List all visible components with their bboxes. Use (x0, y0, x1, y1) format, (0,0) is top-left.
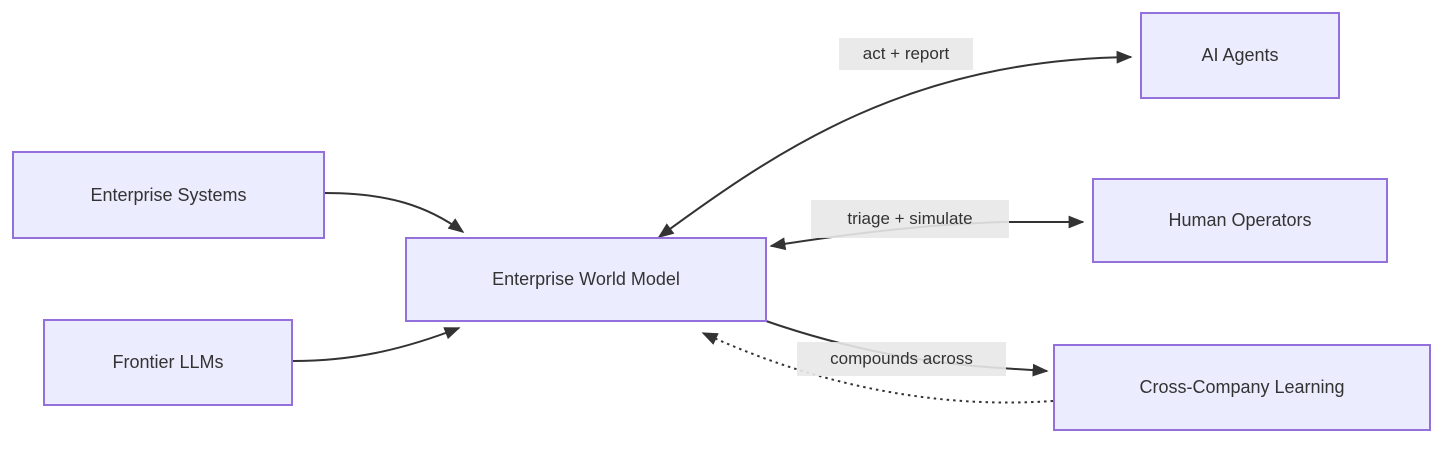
node-frontier-llms: Frontier LLMs (43, 319, 293, 406)
node-enterprise-systems-label: Enterprise Systems (90, 184, 247, 205)
node-ai-agents: AI Agents (1140, 12, 1340, 99)
edge-enterprise-systems-to-world-model (324, 192, 465, 233)
node-enterprise-systems: Enterprise Systems (12, 151, 325, 239)
node-enterprise-world-model: Enterprise World Model (405, 237, 767, 322)
edge-label-act-report-text: act + report (862, 44, 950, 63)
edge-label-act-report: act + report (839, 38, 973, 70)
edge-world-model-ai-agents-bidirectional (657, 50, 1133, 238)
edge-frontier-llms-to-world-model (292, 327, 461, 362)
edge-label-triage-simulate-text: triage + simulate (847, 209, 973, 228)
edge-label-compounds-across: compounds across (797, 342, 1006, 376)
node-human-operators-label: Human Operators (1168, 210, 1312, 230)
node-ai-agents-label: AI Agents (1201, 45, 1279, 65)
edge-label-compounds-across-text: compounds across (830, 349, 973, 368)
node-human-operators: Human Operators (1092, 178, 1388, 263)
node-frontier-llms-label: Frontier LLMs (112, 352, 224, 372)
edge-label-triage-simulate: triage + simulate (811, 200, 1009, 238)
node-enterprise-world-model-label: Enterprise World Model (492, 269, 680, 289)
node-cross-company-learning: Cross-Company Learning (1053, 344, 1431, 431)
edge-cross-company-learning-to-world-model-dotted (701, 332, 1054, 404)
node-cross-company-learning-label: Cross-Company Learning (1139, 377, 1345, 397)
